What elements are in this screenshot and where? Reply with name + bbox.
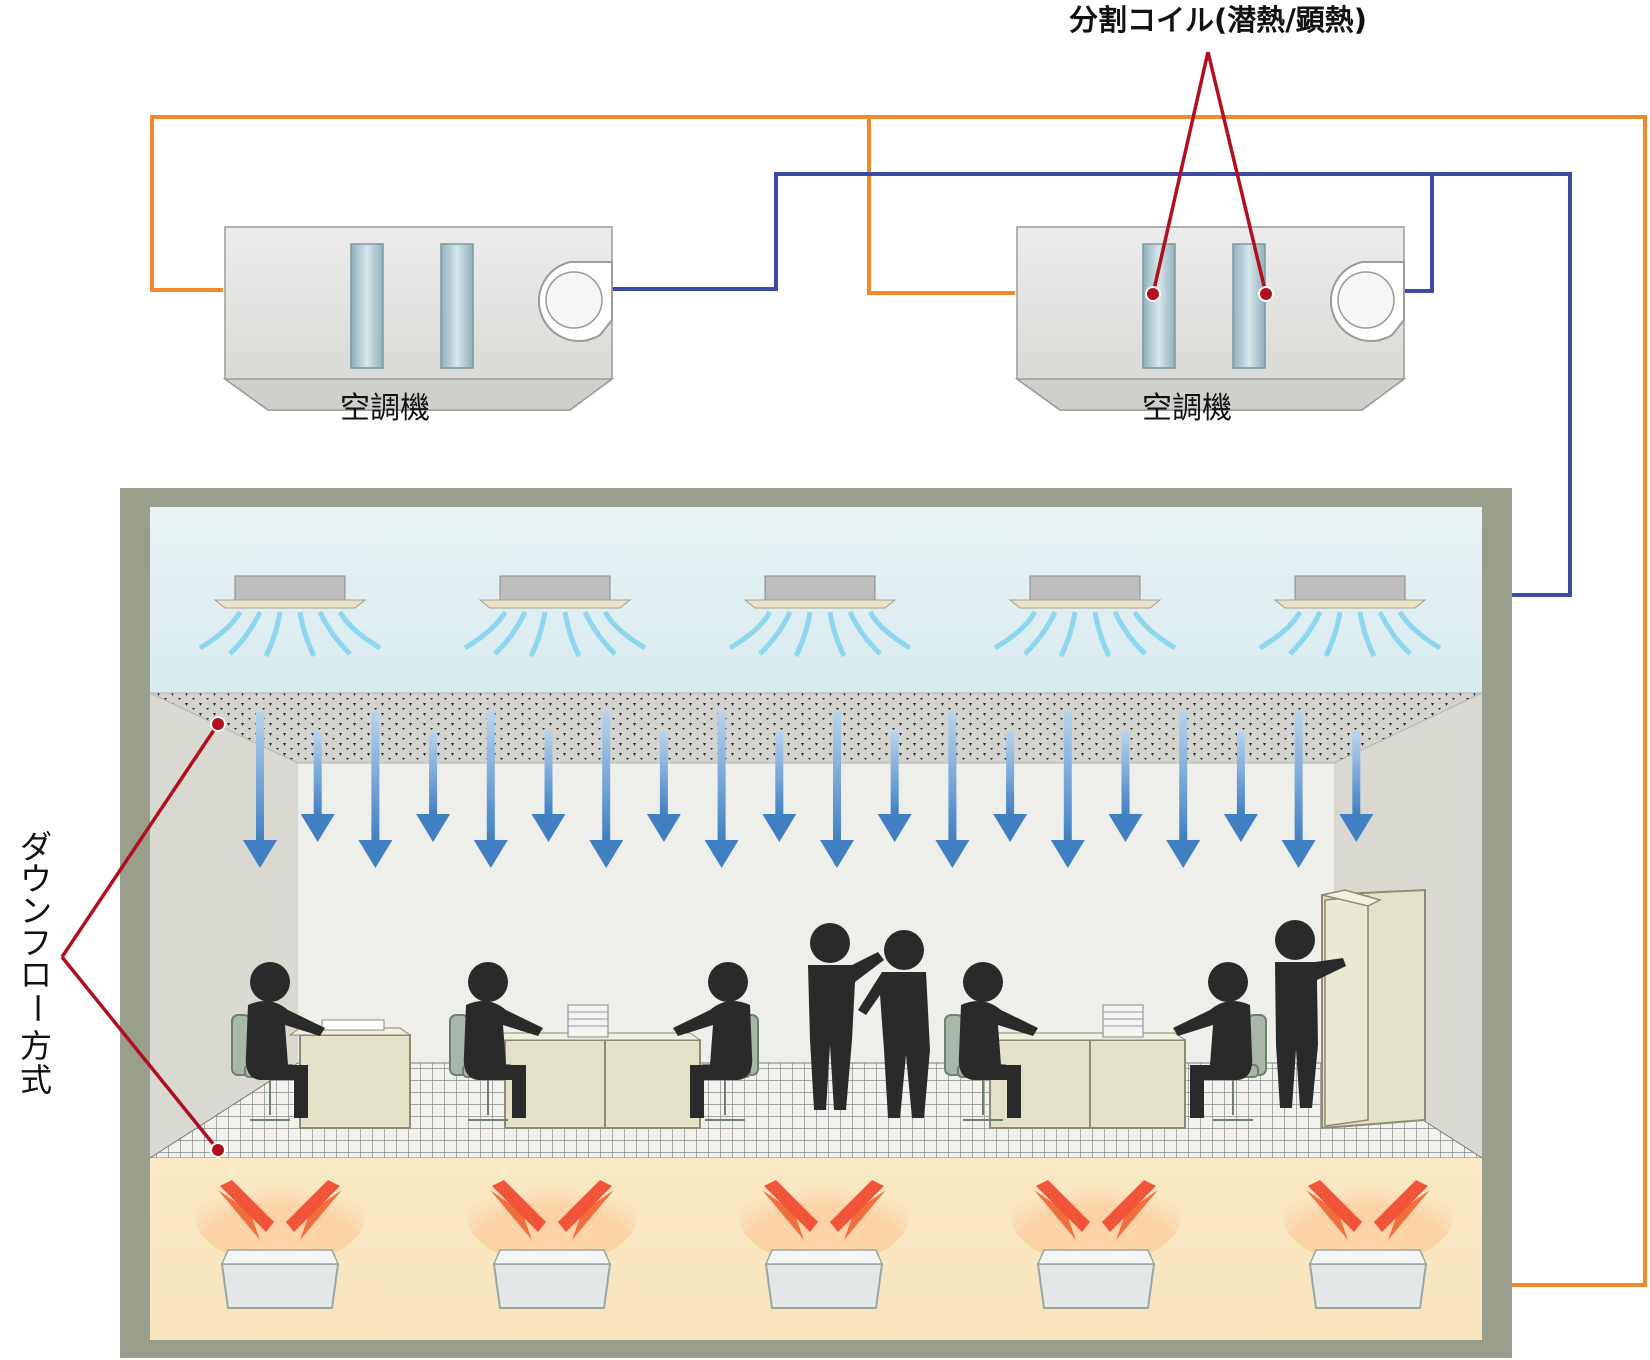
airflow-arrow-icon (589, 712, 624, 868)
airflow-arrow-icon (473, 712, 508, 868)
coil-icon (350, 243, 384, 369)
airflow-arrow-icon (1281, 712, 1316, 868)
airflow-arrow-icon (243, 712, 277, 868)
fan-icon (1330, 261, 1405, 342)
air-handling-unit-left (222, 226, 615, 411)
downflow-label-char: ー (18, 992, 56, 1024)
downflow-label-char: 式 (20, 1061, 52, 1099)
downflow-label-char: ロ (20, 956, 52, 994)
downflow-label-char: ン (20, 892, 52, 930)
fan-icon (538, 261, 613, 342)
heat-source-icon (1283, 1165, 1453, 1309)
ceiling-cassette-icon (463, 575, 647, 658)
airflow-arrow-icon (704, 712, 739, 868)
ceiling-cassette-icon (993, 575, 1177, 658)
split-coil-label: 分割コイル(潜熱/顕熱) (1069, 3, 1367, 37)
airflow-arrow-icon (820, 712, 854, 868)
downflow-label-char: ダ (20, 828, 52, 866)
airflow-arrow-icon (877, 732, 912, 842)
airflow-arrow-icon (531, 732, 566, 842)
airflow-arrow-icon (762, 732, 797, 842)
downflow-label: ダ ウ ン フ ロ ー 方 式 (18, 828, 56, 1099)
office-workers (245, 920, 1346, 1118)
downflow-label-char: フ (20, 924, 52, 962)
ceiling-cassette-icon (728, 575, 912, 658)
heat-source-icon (195, 1165, 365, 1309)
office-furniture (231, 888, 1426, 1130)
person-icon (245, 962, 325, 1118)
airflow-arrow-icon (1166, 712, 1201, 868)
downflow-arrows (243, 712, 1374, 868)
airflow-arrow-icon (935, 712, 970, 868)
airflow-arrow-icon (1223, 732, 1258, 842)
ahu-label-right: 空調機 (1142, 391, 1232, 426)
heat-source-icon (1011, 1165, 1181, 1309)
downflow-label-char: ウ (20, 860, 52, 898)
person-icon (463, 962, 543, 1118)
airflow-arrow-icon (1339, 732, 1374, 842)
split-coil-leader (1145, 51, 1274, 302)
airflow-arrow-icon (993, 732, 1028, 842)
person-icon (673, 962, 753, 1118)
person-icon (958, 962, 1038, 1118)
ahu-label-left: 空調機 (340, 391, 430, 426)
heat-sources (195, 1165, 1453, 1309)
person-icon (808, 923, 884, 1110)
airflow-arrow-icon (1108, 732, 1143, 842)
person-icon (1275, 920, 1346, 1108)
airflow-arrow-icon (646, 732, 681, 842)
heat-source-icon (739, 1165, 909, 1309)
ceiling-cassette-icon (198, 575, 382, 658)
perforated-ceiling (149, 692, 1483, 764)
air-handling-unit-right (1014, 226, 1407, 411)
airflow-arrow-icon (1050, 712, 1085, 868)
downflow-leader (60, 716, 226, 1158)
ceiling-cassette-units (198, 575, 1442, 658)
coil-icon (440, 243, 474, 369)
heat-source-icon (467, 1165, 637, 1309)
airflow-arrow-icon (300, 732, 335, 842)
airflow-arrow-icon (358, 712, 393, 868)
desk-icon (493, 1004, 702, 1129)
ceiling-cassette-icon (1258, 575, 1442, 658)
airflow-arrow-icon (416, 732, 451, 842)
latent-coil-icon (1142, 243, 1176, 369)
cabinet-icon (1321, 888, 1426, 1130)
person-icon (858, 930, 930, 1118)
person-icon (1173, 962, 1253, 1118)
downflow-label-char: 方 (20, 1027, 52, 1065)
